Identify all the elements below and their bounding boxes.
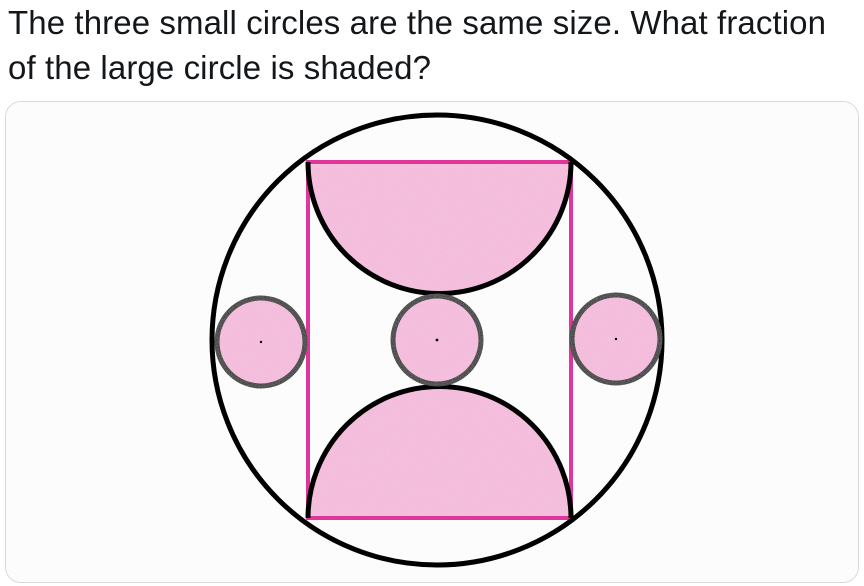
center-dot-right	[614, 337, 618, 341]
tweet-text: The three small circles are the same siz…	[8, 4, 827, 86]
bottom-semicircle-shaded	[308, 386, 571, 518]
center-dot-center	[435, 338, 439, 342]
geometry-figure	[6, 102, 858, 582]
center-dot-left	[259, 340, 263, 344]
tweet-image[interactable]	[5, 101, 859, 583]
top-semicircle-arc	[305, 161, 574, 296]
bottom-semicircle-arc	[305, 384, 574, 519]
top-semicircle-shaded	[308, 162, 571, 294]
